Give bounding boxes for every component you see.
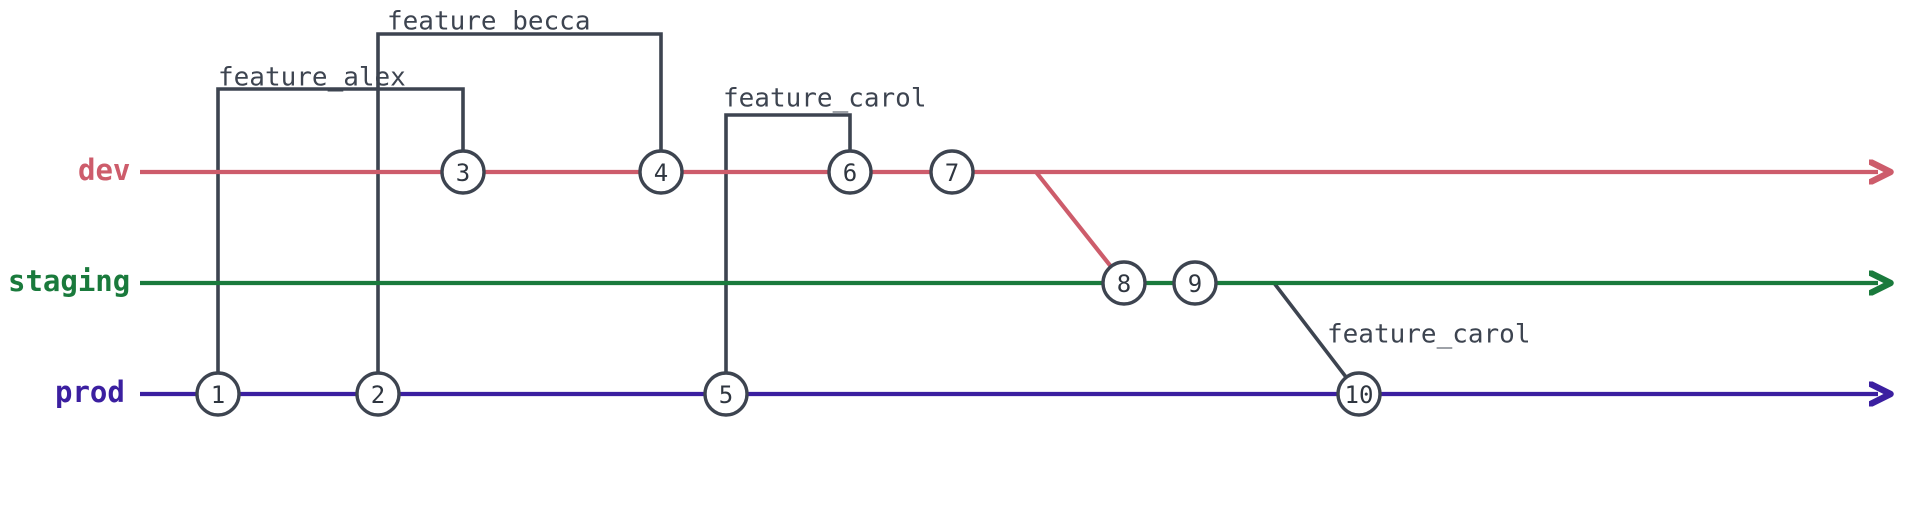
branch-label-feature-becca: feature_becca	[387, 7, 591, 37]
commit-circle-4[interactable]	[638, 149, 684, 195]
commit-node[interactable]: 3	[440, 149, 486, 195]
lane-label-staging: staging	[8, 264, 130, 298]
lane-labels-layer: dev staging prod	[8, 153, 130, 409]
lane-label-dev: dev	[78, 153, 130, 187]
commit-circle-9[interactable]	[1172, 260, 1218, 306]
merge-lines-layer	[1034, 170, 1126, 285]
commit-node[interactable]: 6	[827, 149, 873, 195]
commit-node[interactable]: 4	[638, 149, 684, 195]
commit-node[interactable]: 1	[195, 371, 241, 417]
commit-label-2: 2	[371, 381, 385, 409]
branch-labels-layer: feature_alex feature_becca feature_carol…	[218, 7, 1531, 350]
commit-node[interactable]: 10	[1336, 371, 1382, 417]
commit-nodes-layer: 1 2 3 4 5 6 7	[195, 149, 1382, 417]
commit-label-7: 7	[945, 159, 959, 187]
lane-lines-layer	[140, 172, 1878, 394]
commit-circle-3[interactable]	[440, 149, 486, 195]
merge-path-dev-to-staging[interactable]	[1034, 170, 1126, 285]
commit-label-10: 10	[1345, 381, 1374, 409]
commit-node[interactable]: 7	[929, 149, 975, 195]
commit-circle-8[interactable]	[1101, 260, 1147, 306]
commit-circle-6[interactable]	[827, 149, 873, 195]
commit-node[interactable]: 8	[1101, 260, 1147, 306]
branch-label-feature-alex: feature_alex	[218, 63, 406, 93]
commit-label-8: 8	[1117, 270, 1131, 298]
branch-label-feature-carol-dev: feature_carol	[723, 84, 927, 114]
commit-label-1: 1	[211, 381, 225, 409]
commit-node[interactable]: 2	[355, 371, 401, 417]
branch-path-feature-alex[interactable]	[216, 87, 465, 394]
commit-label-3: 3	[456, 159, 470, 187]
commit-label-5: 5	[719, 381, 733, 409]
commit-circle-5[interactable]	[703, 371, 749, 417]
branch-label-feature-carol-prod: feature_carol	[1327, 320, 1531, 350]
commit-circle-2[interactable]	[355, 371, 401, 417]
commit-circle-10[interactable]	[1336, 371, 1382, 417]
commit-circle-7[interactable]	[929, 149, 975, 195]
lane-label-prod: prod	[55, 375, 125, 409]
commit-label-4: 4	[654, 159, 668, 187]
branch-path-feature-carol-dev[interactable]	[724, 113, 852, 394]
commit-label-6: 6	[843, 159, 857, 187]
commit-circle-1[interactable]	[195, 371, 241, 417]
branch-path-feature-becca[interactable]	[376, 32, 663, 394]
commit-label-9: 9	[1188, 270, 1202, 298]
commit-node[interactable]: 5	[703, 371, 749, 417]
branch-path-feature-carol-prod[interactable]	[1272, 281, 1361, 396]
commit-node[interactable]: 9	[1172, 260, 1218, 306]
branch-paths-layer	[216, 32, 1361, 396]
